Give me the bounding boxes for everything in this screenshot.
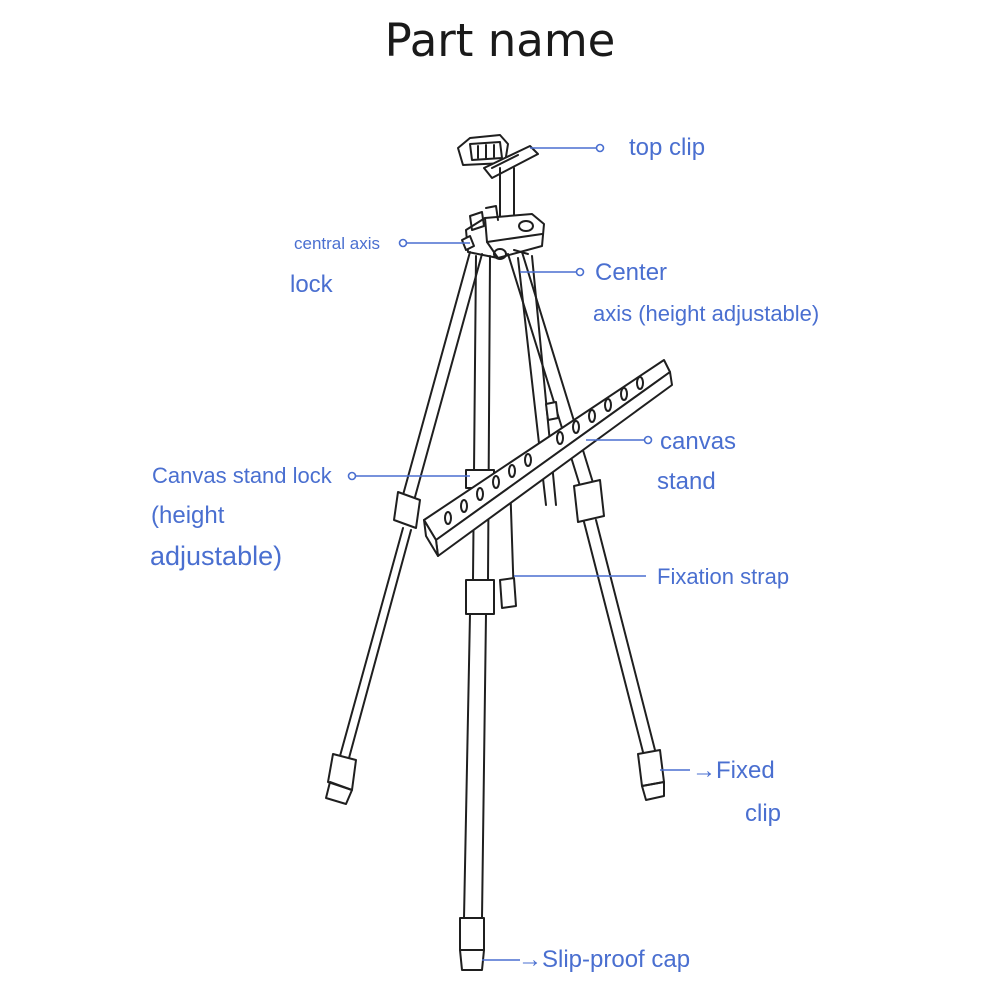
label-central-axis-lock-line1: central axis [294,234,380,253]
label-central-axis-lock-line2: lock [290,271,333,298]
leader-lines [347,143,690,961]
front-leg [459,255,495,971]
page-title: Part name [384,14,616,67]
canvas-stand-tray [423,359,673,557]
left-leg [325,251,483,805]
right-leg [507,251,665,801]
leader-dot-center-axis [575,267,585,277]
label-fixation-strap: Fixation strap [657,564,790,589]
leader-dot-canvas-stand [643,435,653,445]
label-center-axis-line1: Center [595,259,668,286]
fixation-strap [499,479,517,609]
leader-dot-central-axis-lock [398,238,408,248]
label-slip-proof-cap: →Slip-proof cap [518,946,691,973]
label-center-axis-line2: axis (height adjustable) [593,301,820,326]
leader-dot-canvas-stand-lock [347,471,357,481]
top-clip [457,134,539,179]
label-fixed-clip-line1: →Fixed [692,757,775,784]
label-top-clip: top clip [629,134,706,161]
label-canvas-stand-lock-line1: Canvas stand lock [152,463,332,488]
label-fixed-clip-line2: clip [745,800,782,827]
label-canvas-stand-line1: canvas [660,428,737,455]
leader-dot-top-clip [595,143,605,153]
label-canvas-stand-line2: stand [657,468,716,495]
label-canvas-stand-lock-line3: adjustable) [150,541,283,571]
head-block [465,205,545,260]
label-canvas-stand-lock-line2: (height [151,502,225,529]
